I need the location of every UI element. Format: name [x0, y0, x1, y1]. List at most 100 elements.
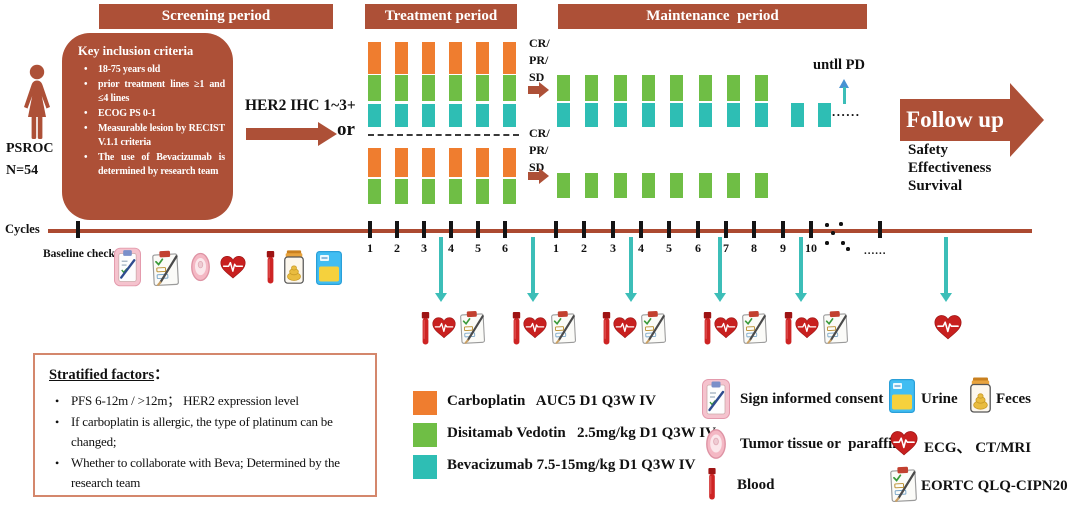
until-pd-label: untll PD	[813, 57, 865, 73]
maintenance-continuation-ellipsis: ......	[832, 104, 861, 119]
timeline-tick	[809, 221, 813, 238]
drug-swatch	[413, 455, 437, 479]
arm2-maintenance-green-bar	[699, 173, 712, 198]
arm2-treatment-green-bar	[368, 179, 381, 204]
treatment-cycle-number: 2	[394, 241, 400, 255]
arm1-maintenance-teal-bar	[614, 103, 627, 127]
timeline-tick	[781, 221, 785, 238]
arm2-maintenance-green-bar	[727, 173, 740, 198]
treatment-cycle-number: 3	[421, 241, 427, 255]
treatment-period-header: Treatment period	[365, 4, 517, 29]
arm1-treatment-teal-bar	[422, 104, 435, 127]
arm2-maintenance-green-bar	[670, 173, 683, 198]
timeline-tick	[611, 221, 615, 238]
maintenance-cycle-number: 3	[610, 241, 616, 255]
assessment-ecg-icon	[523, 316, 547, 340]
arm1-treatment-orange-bar	[422, 42, 435, 74]
stratified-item: If carboplatin is allergic, the type of …	[49, 412, 369, 453]
arm-divider-dashed-line	[368, 134, 519, 136]
assessment-arrow-icon	[526, 237, 540, 302]
response-arrow-icon	[528, 81, 549, 98]
treatment-cycle-number: 4	[448, 241, 454, 255]
stratified-title-colon: ：	[154, 367, 169, 383]
arm1-maintenance-teal-bar	[755, 103, 768, 127]
inclusion-item: The use of Bevacizumab is determined by …	[78, 151, 225, 179]
assessment-arrow-icon	[624, 237, 638, 302]
timeline-tick	[582, 221, 586, 238]
timeline-tick	[422, 221, 426, 238]
arm2-treatment-green-bar	[422, 179, 435, 204]
cycles-axis-label: Cycles	[5, 222, 40, 236]
cohort-name: PSROC	[6, 141, 54, 156]
baseline-blood-icon	[266, 251, 275, 284]
assessment-ecg-icon	[934, 314, 962, 341]
baseline-ecg-icon	[220, 254, 246, 281]
baseline-consent-icon	[114, 247, 141, 287]
arm1-treatment-teal-bar	[449, 104, 462, 127]
legend-consent-icon	[702, 379, 730, 419]
timeline-tick	[554, 221, 558, 238]
arm2-maintenance-green-bar	[755, 173, 768, 198]
timeline-ellipsis: ......	[864, 245, 887, 257]
follow-up-arrowhead-icon	[1010, 83, 1044, 157]
assessment-arrow-icon	[794, 237, 808, 302]
arm2-treatment-orange-bar	[422, 148, 435, 177]
axis-break-dot	[839, 222, 843, 226]
drug-legend-label: Disitamab Vedotin 2.5mg/kg D1 Q3W IV	[447, 425, 716, 441]
inclusion-item: ECOG PS 0-1	[78, 107, 225, 121]
her2-label: HER2 IHC 1~3+	[245, 97, 356, 114]
arm1-treatment-green-bar	[422, 75, 435, 101]
legend-label-consent: Sign informed consent	[740, 391, 884, 407]
inclusion-item: 18-75 years old	[78, 63, 225, 77]
stratified-factors-box: Stratified factors： PFS 6-12m / >12m； HE…	[33, 353, 377, 497]
timeline-tick	[368, 221, 372, 238]
assessment-blood-icon	[602, 312, 611, 345]
baseline-eortc-icon	[151, 250, 180, 287]
axis-break-dot	[841, 241, 845, 245]
or-label: or	[337, 119, 355, 140]
maintenance-period-header: Maintenance period	[558, 4, 867, 29]
timeline-tick	[449, 221, 453, 238]
arm1-treatment-green-bar	[503, 75, 516, 101]
stratified-item: Whether to collaborate with Beva; Determ…	[49, 453, 369, 494]
timeline-tick	[696, 221, 700, 238]
arm2-maintenance-green-bar	[557, 173, 570, 198]
treatment-cycle-number: 1	[367, 241, 373, 255]
arm1-maintenance-teal-bar	[818, 103, 831, 127]
arm1-maintenance-teal-bar	[727, 103, 740, 127]
legend-label-ecg: ECG、 CT/MRI	[924, 440, 1032, 456]
until-pd-up-arrow-icon	[839, 79, 849, 88]
until-pd-up-arrow-shaft	[843, 87, 847, 104]
legend-label-blood: Blood	[737, 477, 775, 493]
arm1-treatment-green-bar	[476, 75, 489, 101]
maintenance-cycle-number: 2	[581, 241, 587, 255]
axis-break-dot	[825, 241, 829, 245]
arm1-treatment-orange-bar	[395, 42, 408, 74]
timeline-tick	[878, 221, 882, 238]
arm1-treatment-teal-bar	[476, 104, 489, 127]
arm2-maintenance-green-bar	[585, 173, 598, 198]
assessment-ecg-icon	[795, 316, 819, 340]
legend-label-urine: Urine	[921, 391, 958, 407]
arm1-maintenance-teal-bar	[699, 103, 712, 127]
arm1-maintenance-green-bar	[670, 75, 683, 101]
assessment-arrow-icon	[939, 237, 953, 302]
arm2-maintenance-green-bar	[642, 173, 655, 198]
legend-label-tumor: Tumor tissue or paraffin	[740, 436, 901, 452]
arm2-treatment-orange-bar	[395, 148, 408, 177]
baseline-urine-icon	[316, 251, 342, 285]
legend-blood-icon	[707, 468, 717, 500]
baseline-tumor-icon	[191, 252, 210, 282]
drug-swatch	[413, 391, 437, 415]
arm1-treatment-orange-bar	[503, 42, 516, 74]
timeline-tick	[395, 221, 399, 238]
maintenance-cycle-number: 8	[751, 241, 757, 255]
patient-woman-icon	[17, 64, 57, 142]
legend-eortc-icon	[889, 466, 918, 503]
stratified-title-text: Stratified factors	[49, 367, 155, 383]
arm1-treatment-teal-bar	[395, 104, 408, 127]
arm1-maintenance-green-bar	[727, 75, 740, 101]
her2-arrowhead-icon	[318, 122, 337, 146]
arm1-treatment-teal-bar	[368, 104, 381, 127]
